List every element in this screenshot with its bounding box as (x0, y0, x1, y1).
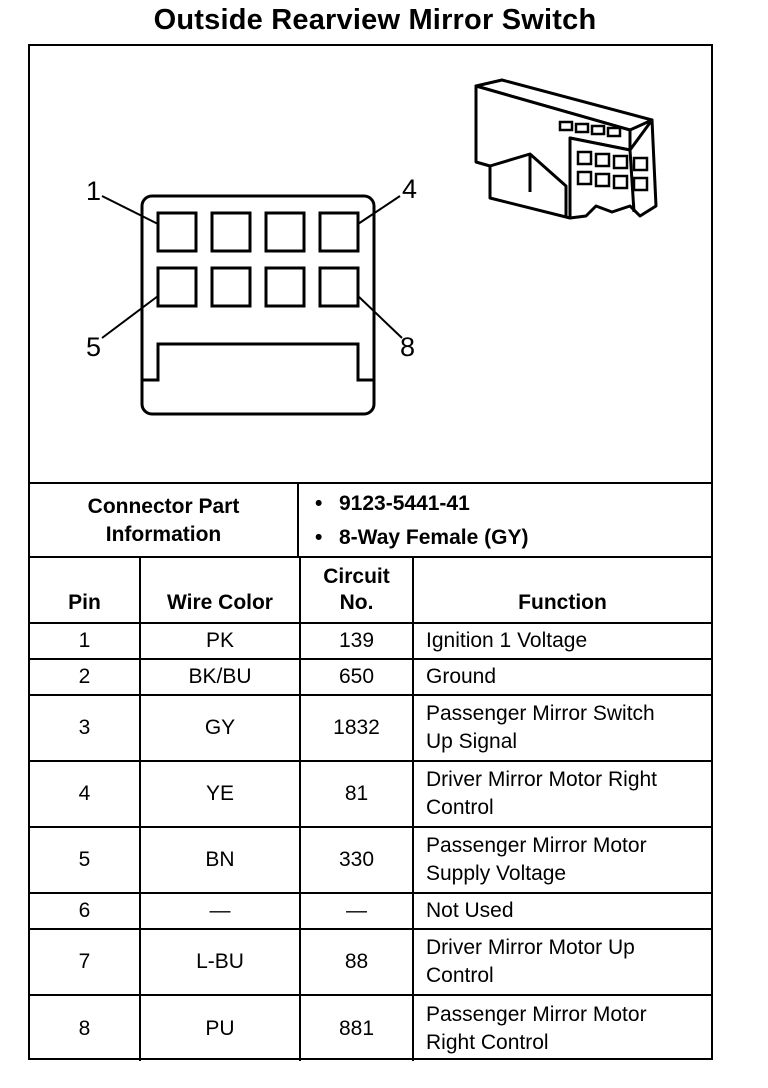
callout-8: 8 (400, 332, 415, 362)
wire-color-cell: GY (139, 694, 301, 762)
table-row: 2 BK/BU 650 Ground (30, 658, 711, 696)
connector-face-outline (140, 194, 376, 416)
function-line2: Control (426, 964, 494, 987)
pin-cavity-6 (210, 266, 252, 308)
pin-cell: 7 (30, 928, 141, 996)
pin-cavity-4 (318, 211, 360, 253)
pin-cavity-5 (156, 266, 198, 308)
function-line1: Passenger Mirror Motor (426, 1002, 647, 1026)
circuit-cell: 81 (299, 760, 414, 828)
function-line1: Driver Mirror Motor Up (426, 936, 635, 959)
circuit-cell: 650 (299, 658, 414, 696)
wire-color-cell: BK/BU (139, 658, 301, 696)
connector-housing-3d (474, 78, 658, 220)
pin-cell: 2 (30, 658, 141, 696)
function-line2: Up Signal (426, 730, 518, 753)
function-cell: Ignition 1 Voltage (412, 622, 711, 660)
connector-face-drawing: 1 4 5 8 (86, 78, 658, 416)
pin-cell: 5 (30, 826, 141, 894)
header-pin: Pin (30, 556, 141, 624)
cpi-label-line1: Connector Part (87, 494, 240, 518)
pin-cavity-1 (156, 211, 198, 253)
function-line1: Ignition 1 Voltage (426, 629, 588, 652)
wire-color-cell: BN (139, 826, 301, 894)
pin-cavity-8 (318, 266, 360, 308)
leader-line-5 (101, 295, 159, 339)
header-function: Function (412, 556, 711, 624)
connector-description: 8-Way Female (GY) (315, 521, 711, 555)
cpi-label-line2: Information (105, 522, 222, 546)
connector-document: 1 4 5 8 (28, 44, 713, 1061)
header-circuit-line1: Circuit (323, 565, 390, 588)
function-line1: Not Used (426, 899, 514, 922)
function-cell: Driver Mirror Motor Up Control (412, 928, 711, 996)
pinout-table: Pin Wire Color Circuit No. Function 1 PK… (30, 556, 711, 1061)
wire-color-cell: L-BU (139, 928, 301, 996)
pin-cell: 8 (30, 994, 141, 1061)
function-cell: Passenger Mirror Switch Up Signal (412, 694, 711, 762)
connector-part-information: Connector Part Information 9123-5441-41 … (30, 482, 711, 557)
function-cell: Passenger Mirror Motor Supply Voltage (412, 826, 711, 894)
leader-line-4 (357, 195, 401, 225)
pin-cavity-3 (264, 211, 306, 253)
wire-color-cell: PU (139, 994, 301, 1061)
circuit-cell: 139 (299, 622, 414, 660)
part-number: 9123-5441-41 (315, 487, 711, 521)
function-line2: Supply Voltage (426, 862, 567, 885)
header-circuit-line2: No. (339, 591, 374, 614)
table-row: 8 PU 881 Passenger Mirror Motor Right Co… (30, 994, 711, 1061)
pin-cell: 1 (30, 622, 141, 660)
circuit-cell: — (299, 892, 414, 930)
header-circuit-no: Circuit No. (299, 556, 414, 624)
wire-color-cell: — (139, 892, 301, 930)
wire-color-cell: PK (139, 622, 301, 660)
function-cell: Ground (412, 658, 711, 696)
table-row: 5 BN 330 Passenger Mirror Motor Supply V… (30, 826, 711, 894)
table-row: 1 PK 139 Ignition 1 Voltage (30, 622, 711, 660)
function-line2: Control (426, 796, 494, 819)
function-line1: Passenger Mirror Motor (426, 834, 647, 857)
circuit-cell: 1832 (299, 694, 414, 762)
header-wire-color: Wire Color (139, 556, 301, 624)
pin-cell: 6 (30, 892, 141, 930)
table-row: 3 GY 1832 Passenger Mirror Switch Up Sig… (30, 694, 711, 762)
leader-line-8 (357, 295, 403, 339)
callout-1: 1 (86, 176, 101, 206)
callout-5: 5 (86, 332, 101, 362)
function-line1: Driver Mirror Motor Right (426, 768, 658, 791)
table-row: 6 — — Not Used (30, 892, 711, 930)
function-cell: Passenger Mirror Motor Right Control (412, 994, 711, 1061)
pin-cell: 3 (30, 694, 141, 762)
function-line1: Ground (426, 665, 497, 688)
leader-line-1 (101, 195, 159, 225)
function-cell: Driver Mirror Motor Right Control (412, 760, 711, 828)
function-line1: Passenger Mirror Switch (426, 702, 655, 725)
pin-cavity-2 (210, 211, 252, 253)
connector-latch (142, 342, 374, 382)
function-line2: Right Control (426, 1030, 549, 1054)
circuit-cell: 881 (299, 994, 414, 1061)
function-cell: Not Used (412, 892, 711, 930)
pin-cavity-7 (264, 266, 306, 308)
callout-4: 4 (402, 174, 417, 204)
pin-cell: 4 (30, 760, 141, 828)
wire-color-cell: YE (139, 760, 301, 828)
table-row: 4 YE 81 Driver Mirror Motor Right Contro… (30, 760, 711, 828)
circuit-cell: 330 (299, 826, 414, 894)
page-title: Outside Rearview Mirror Switch (153, 4, 597, 36)
connector-part-info-values: 9123-5441-41 8-Way Female (GY) (297, 482, 711, 557)
connector-housing-cavities (558, 120, 649, 192)
connector-part-info-label: Connector Part Information (30, 482, 299, 557)
table-row: 7 L-BU 88 Driver Mirror Motor Up Control (30, 928, 711, 996)
connector-diagram: 1 4 5 8 (30, 46, 711, 482)
circuit-cell: 88 (299, 928, 414, 996)
